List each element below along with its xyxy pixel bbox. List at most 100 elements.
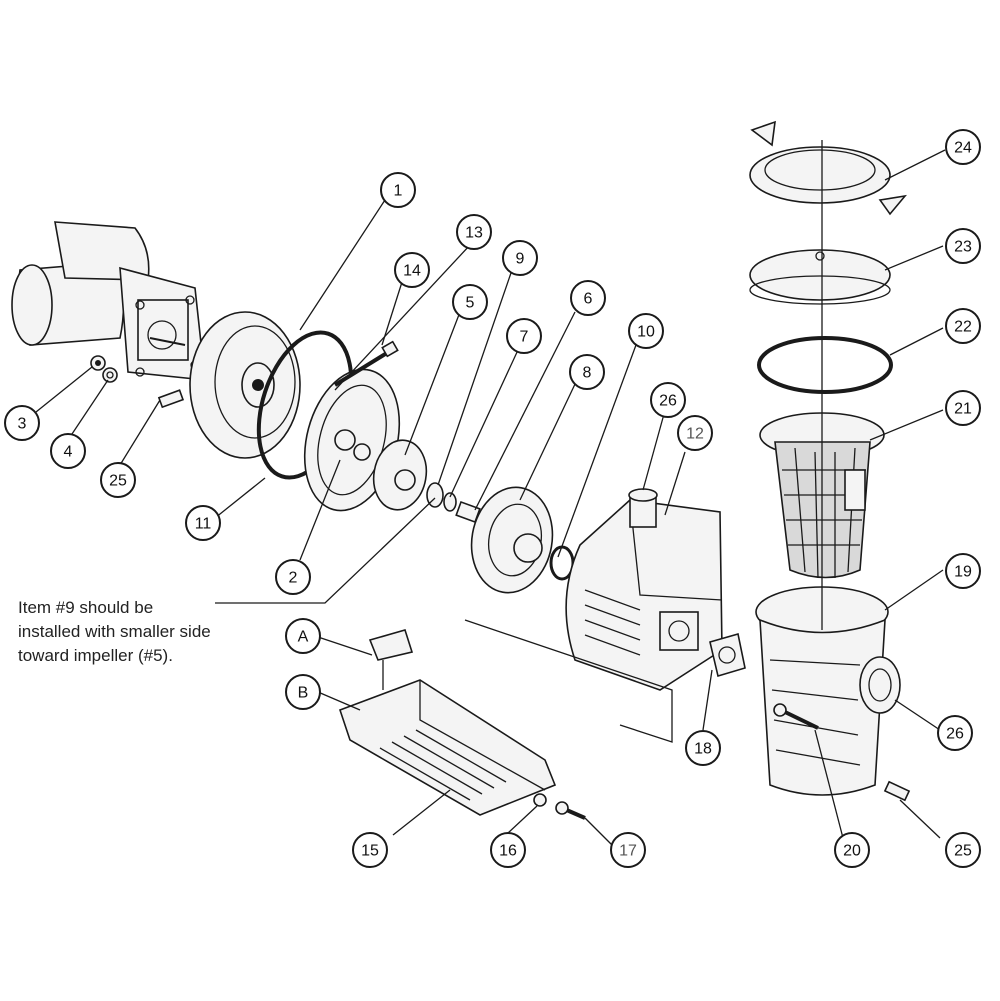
callout-circle xyxy=(490,832,526,868)
callout-circle xyxy=(506,318,542,354)
washer-part-16 xyxy=(533,793,547,807)
note-line-1: Item #9 should be xyxy=(18,598,154,617)
callout-text: 2 xyxy=(289,570,298,587)
callout-text: 12 xyxy=(686,426,704,443)
callout-8: 8 xyxy=(569,354,605,390)
callout-text: 15 xyxy=(361,843,379,860)
callout-circle xyxy=(502,240,538,276)
callout-circle xyxy=(628,313,664,349)
callout-text: 10 xyxy=(637,324,655,341)
callout-text: 24 xyxy=(954,140,972,157)
motor-base-part-15 xyxy=(338,629,557,816)
callout-14: 14 xyxy=(394,252,430,288)
diffuser-part-8 xyxy=(470,486,554,594)
callout-text: B xyxy=(298,685,309,702)
callout-text: 25 xyxy=(109,473,127,490)
callout-text: 6 xyxy=(584,291,593,308)
callout-circle xyxy=(285,674,321,710)
callout-12: 12 xyxy=(677,415,713,451)
callout-text: 1 xyxy=(394,183,403,200)
callout-circle xyxy=(945,228,981,264)
lid-part-23 xyxy=(749,249,891,305)
callout-circle xyxy=(352,832,388,868)
callout-text: 23 xyxy=(954,239,972,256)
callout-circle xyxy=(569,354,605,390)
callout-4: 4 xyxy=(50,433,86,469)
callout-text: A xyxy=(298,629,309,646)
callout-circle xyxy=(610,832,646,868)
callout-circle xyxy=(650,382,686,418)
callout-circle xyxy=(945,129,981,165)
callout-11: 11 xyxy=(185,505,221,541)
callout-circle xyxy=(4,405,40,441)
callout-text: 18 xyxy=(694,741,712,758)
callout-23: 23 xyxy=(945,228,981,264)
callout-text: 13 xyxy=(465,225,483,242)
lock-ring-part-24 xyxy=(749,120,907,216)
callout-19: 19 xyxy=(945,553,981,589)
callout-circle xyxy=(285,618,321,654)
callout-5: 5 xyxy=(452,284,488,320)
callout-15: 15 xyxy=(352,832,388,868)
callout-text: 20 xyxy=(843,843,861,860)
callout-16: 16 xyxy=(490,832,526,868)
callout-circle xyxy=(185,505,221,541)
callout-text: 19 xyxy=(954,564,972,581)
callout-7: 7 xyxy=(506,318,542,354)
callout-circle xyxy=(570,280,606,316)
callout-10: 10 xyxy=(628,313,664,349)
seal-part-7 xyxy=(443,492,457,512)
callout-text: 17 xyxy=(619,843,637,860)
callout-circle xyxy=(677,415,713,451)
installation-note: Item #9 should be installed with smaller… xyxy=(18,596,211,668)
callout-text: 9 xyxy=(516,251,525,268)
callout-text: 21 xyxy=(954,401,972,418)
nut-part-3 xyxy=(90,355,106,371)
callout-25b: 25 xyxy=(945,832,981,868)
seal-plate-part-1 xyxy=(189,311,301,459)
callout-circle xyxy=(945,553,981,589)
callout-circle xyxy=(945,390,981,426)
callout-text: 5 xyxy=(466,295,475,312)
callout-13: 13 xyxy=(456,214,492,250)
callout-text: 4 xyxy=(64,444,73,461)
callout-circle xyxy=(394,252,430,288)
callout-text: 8 xyxy=(583,365,592,382)
bolt-part-20 xyxy=(773,703,819,730)
callout-24: 24 xyxy=(945,129,981,165)
strainer-body-part-19 xyxy=(755,586,901,796)
callout-6: 6 xyxy=(570,280,606,316)
callout-circle xyxy=(945,832,981,868)
pump-housing-part-12 xyxy=(565,488,723,691)
callout-circle xyxy=(100,462,136,498)
callout-circle xyxy=(452,284,488,320)
callout-18: 18 xyxy=(685,730,721,766)
callout-circle xyxy=(456,214,492,250)
callout-text: 14 xyxy=(403,263,421,280)
callout-text: 26 xyxy=(659,393,677,410)
callout-circle xyxy=(50,433,86,469)
plug-part-25-left xyxy=(157,389,185,409)
callout-circle xyxy=(685,730,721,766)
assembly-guide-lines xyxy=(464,619,673,743)
callout-circle xyxy=(945,308,981,344)
o-ring-part-22 xyxy=(757,336,893,394)
callout-text: 25 xyxy=(954,843,972,860)
callout-circle xyxy=(275,559,311,595)
callout-A: A xyxy=(285,618,321,654)
callout-text: 11 xyxy=(195,516,212,533)
callout-2: 2 xyxy=(275,559,311,595)
callout-circle xyxy=(380,172,416,208)
leader-lines xyxy=(35,149,946,846)
callout-circle xyxy=(937,715,973,751)
callout-26a: 26 xyxy=(650,382,686,418)
callout-B: B xyxy=(285,674,321,710)
gasket-part-18 xyxy=(709,632,746,678)
callout-26b: 26 xyxy=(937,715,973,751)
callout-text: 16 xyxy=(499,843,517,860)
impeller-part-5 xyxy=(372,439,428,511)
callout-text: 26 xyxy=(946,726,964,743)
note-line-3: toward impeller (#5). xyxy=(18,646,173,665)
